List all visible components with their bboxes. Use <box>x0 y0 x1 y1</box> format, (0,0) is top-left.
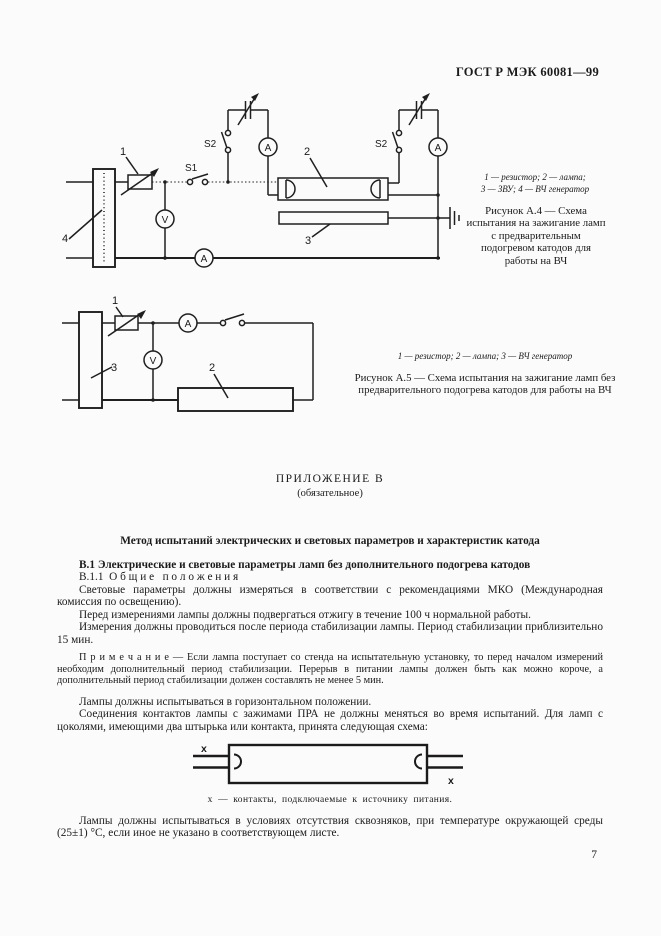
switch-s1-label: S1 <box>185 163 198 174</box>
voltmeter-label: V <box>150 356 157 367</box>
zvu-callout-label: 3 <box>305 235 311 247</box>
lamp-tube <box>277 177 389 201</box>
lamp-pins <box>193 754 463 769</box>
lamp-tube <box>177 387 294 412</box>
figure-a5-legend: 1 — резистор; 2 — лампа; 3 — ВЧ генерато… <box>397 351 573 361</box>
generator-leader-line <box>90 366 113 379</box>
paragraph-stabilization: Измерения должны проводиться после перио… <box>57 621 603 646</box>
hf-generator-box <box>66 168 116 268</box>
generator-leader-line <box>68 209 103 240</box>
page-number: 7 <box>591 849 597 861</box>
paragraph-connections: Соединения контактов лампы с зажимами ПР… <box>57 708 603 733</box>
pin-mark-left: x <box>201 743 207 755</box>
lamp-callout-label: 2 <box>209 362 215 374</box>
paragraph-photometric: Световые параметры должны измеряться в с… <box>57 583 603 609</box>
switch-s1-symbol <box>186 173 209 186</box>
standard-code-header: ГОСТ Р МЭК 60081—99 <box>455 65 599 79</box>
variable-resistor-symbol <box>102 310 146 337</box>
variable-resistor-symbol <box>115 168 159 196</box>
paragraph-draft-conditions: Лампы должны испытываться в условиях отс… <box>57 815 603 840</box>
resistor-leader-line <box>115 306 124 318</box>
voltmeter-branch <box>143 323 163 402</box>
figure-a4-legend: 1 — резистор; 2 — лампа; 3 — ЗВУ; 4 — ВЧ… <box>468 171 602 195</box>
ground-icon <box>449 207 460 229</box>
variable-capacitor-icon <box>237 93 259 126</box>
note-paragraph: П р и м е ч а н и е — Если лампа поступа… <box>57 652 603 687</box>
top-wire <box>138 313 221 333</box>
lamp-callout-label: 2 <box>304 146 310 158</box>
generator-callout-label: 4 <box>62 233 68 245</box>
voltmeter-label: V <box>162 215 169 226</box>
starter-branch-right <box>388 93 448 260</box>
lamp-leader-line <box>213 373 229 399</box>
ammeter-label: A <box>201 254 208 265</box>
hf-generator-box <box>62 311 103 409</box>
lamp-figure-caption: x — контакты, подключаемые к источнику п… <box>207 795 453 805</box>
figure-a4-legend-line1: 1 — резистор; 2 — лампа; <box>484 172 586 182</box>
zvu-leader-line <box>311 223 331 238</box>
appendix-body-text: В.1 Электрические и световые параметры л… <box>57 559 603 733</box>
resistor-callout-label: 1 <box>112 295 118 307</box>
section-b1-heading: В.1 Электрические и световые параметры л… <box>79 559 531 571</box>
return-wire <box>115 248 440 268</box>
figure-a5-caption: Рисунок А.5 — Схема испытания на зажиган… <box>354 372 616 397</box>
starter-branch-left <box>220 93 278 196</box>
ammeter-label: A <box>435 143 442 154</box>
generator-callout-label: 3 <box>111 362 117 374</box>
figure-a4-caption: Рисунок А.4 — Схема испытания на зажиган… <box>466 205 606 267</box>
switch-s2-left-label: S2 <box>204 139 217 150</box>
resistor-leader-line <box>125 156 139 175</box>
figure-a4-circuit-diagram: 1 S1 V A <box>62 93 460 268</box>
lamp-leader-line <box>309 157 328 188</box>
switch-s2-right-label: S2 <box>375 139 388 150</box>
ammeter-label: A <box>185 319 192 330</box>
paragraph-position: Лампы должны испытываться в горизонтальн… <box>79 695 372 708</box>
pin-mark-right: x <box>448 775 454 787</box>
appendix-main-heading: Метод испытаний электрических и световых… <box>120 535 540 547</box>
switch-symbol <box>219 313 246 327</box>
right-wire <box>244 322 314 401</box>
ammeter-label: A <box>265 143 272 154</box>
lamp-contacts-diagram: x x <box>193 743 463 787</box>
paragraph-aging: Перед измерениями лампы должны подвергат… <box>79 608 531 621</box>
section-b11-heading: В.1.1 О б щ и е п о л о ж е н и я <box>79 571 239 584</box>
variable-capacitor-icon <box>408 93 430 126</box>
resistor-callout-label: 1 <box>120 146 126 158</box>
figure-a4-legend-line2: 3 — ЗВУ; 4 — ВЧ генератор <box>480 184 590 194</box>
appendix-subtitle: (обязательное) <box>297 488 363 499</box>
lamp-tube <box>227 743 429 785</box>
figure-a5-circuit-diagram: 1 A V 3 <box>62 295 314 412</box>
zvu-ballast-box <box>278 211 450 225</box>
appendix-title: ПРИЛОЖЕНИЕ В <box>275 473 385 485</box>
